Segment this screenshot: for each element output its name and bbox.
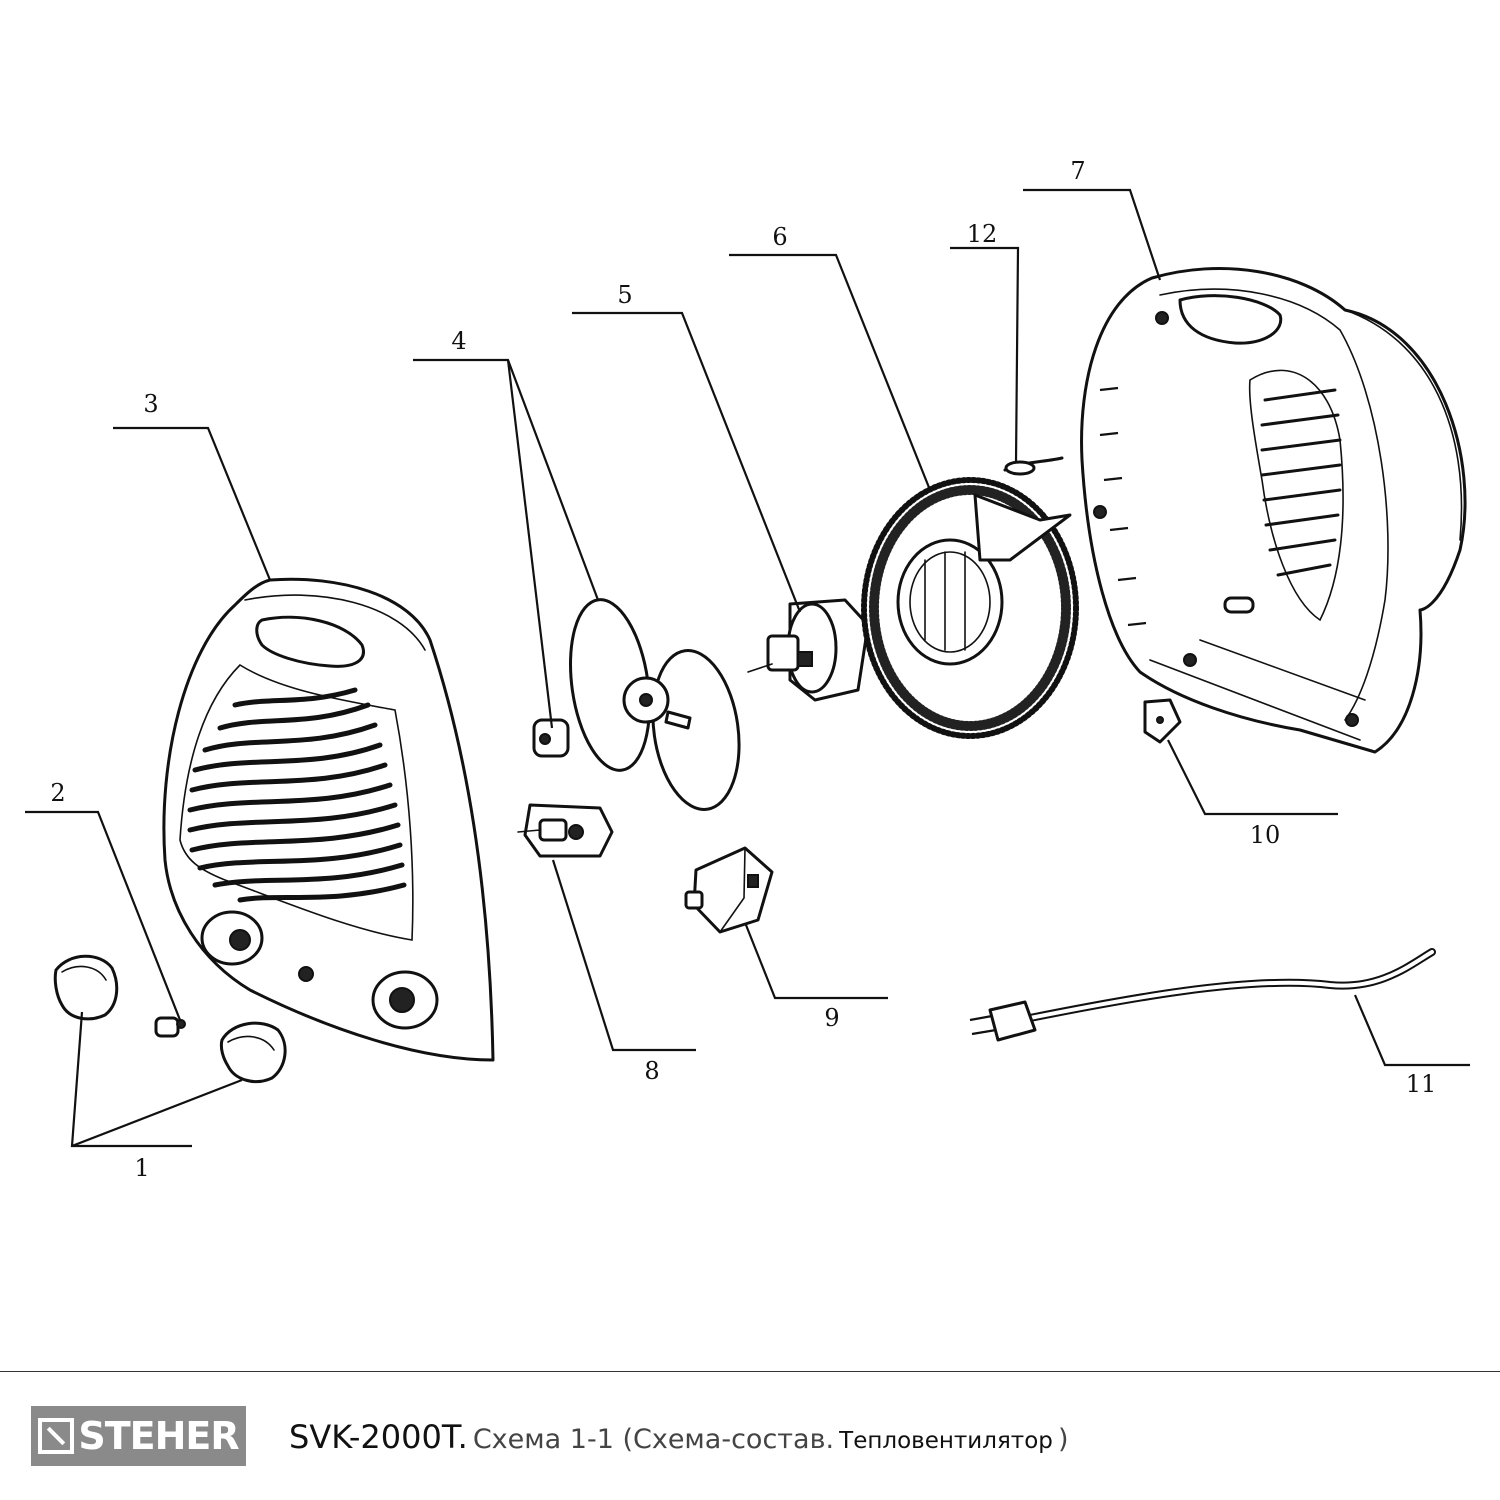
part-heating-element <box>861 477 1079 739</box>
footer-divider <box>0 1371 1500 1372</box>
callout-9: 9 <box>824 1004 839 1032</box>
part-thermal-fuse <box>1003 456 1064 476</box>
title-bar: STEHER SVK-2000T. Схема 1-1 (Схема-соста… <box>0 1372 1500 1500</box>
part-mounting-plate <box>1143 698 1182 744</box>
callout-8: 8 <box>644 1057 659 1085</box>
part-thermostat <box>517 803 614 858</box>
leader-lines <box>25 188 1470 1148</box>
model-number: SVK-2000T. <box>289 1418 468 1456</box>
callout-7: 7 <box>1070 157 1085 185</box>
part-power-switch <box>684 846 774 934</box>
closing-paren: ) <box>1057 1424 1069 1455</box>
part-power-cord <box>969 948 1436 1042</box>
callout-3: 3 <box>143 390 158 418</box>
part-front-housing <box>162 577 495 1062</box>
scheme-label: Схема 1-1 (Схема-состав. <box>472 1424 835 1455</box>
callout-11: 11 <box>1406 1070 1437 1098</box>
callout-1: 1 <box>134 1154 149 1182</box>
brand-name: STEHER <box>78 1414 239 1458</box>
exploded-view-diagram: 1 2 3 4 5 6 7 8 9 10 11 12 <box>25 157 1470 1182</box>
part-knobs <box>53 954 287 1083</box>
part-fan-blades <box>532 598 741 811</box>
product-name: Тепловентилятор <box>839 1428 1053 1454</box>
part-rear-housing <box>1080 267 1467 754</box>
callout-10: 10 <box>1250 821 1281 849</box>
callout-12: 12 <box>967 220 998 248</box>
steher-logo-icon <box>38 1418 75 1454</box>
document-title: SVK-2000T. Схема 1-1 (Схема-состав. Тепл… <box>289 1418 1069 1456</box>
callout-labels: 1 2 3 4 5 6 7 8 9 10 11 12 <box>50 157 1436 1182</box>
part-indicator-lamp <box>154 1016 186 1038</box>
callout-4: 4 <box>451 327 466 355</box>
brand-logo: STEHER <box>31 1406 246 1466</box>
part-motor <box>747 598 870 702</box>
callout-6: 6 <box>772 223 787 251</box>
callout-2: 2 <box>50 779 65 807</box>
callout-5: 5 <box>617 281 632 309</box>
